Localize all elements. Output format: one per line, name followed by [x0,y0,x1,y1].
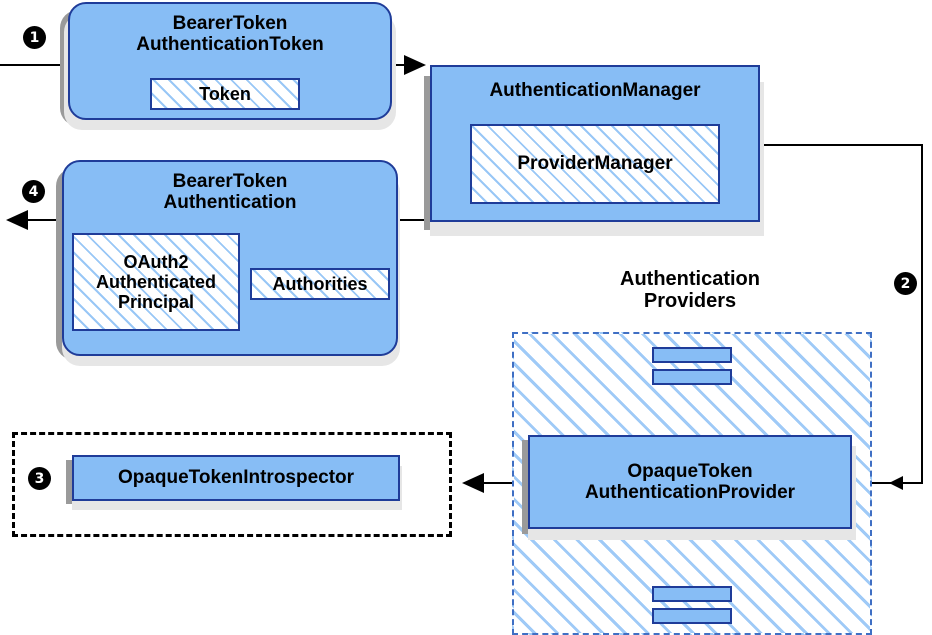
step-bullet-3: 3 [28,467,51,490]
provider-stack-bar-bottom-2 [652,608,732,624]
node-opaque-token-authentication-provider[interactable] [528,435,852,529]
inner-provider-manager-box[interactable] [470,124,720,204]
step-bullet-1: 1 [23,26,46,49]
step-bullet-4: 4 [22,180,45,203]
provider-stack-bar-bottom-1 [652,586,732,602]
provider-stack-bar-top-1 [652,347,732,363]
node-opaque-token-introspector[interactable] [72,455,400,501]
opaque-token-introspector-region [12,432,452,537]
inner-oauth2-principal-box[interactable] [72,233,240,331]
provider-stack-bar-top-2 [652,369,732,385]
step-bullet-2: 2 [894,272,917,295]
inner-token-box[interactable] [150,78,300,110]
inner-authorities-box[interactable] [250,268,390,300]
arrowhead-into-provider [889,476,903,490]
